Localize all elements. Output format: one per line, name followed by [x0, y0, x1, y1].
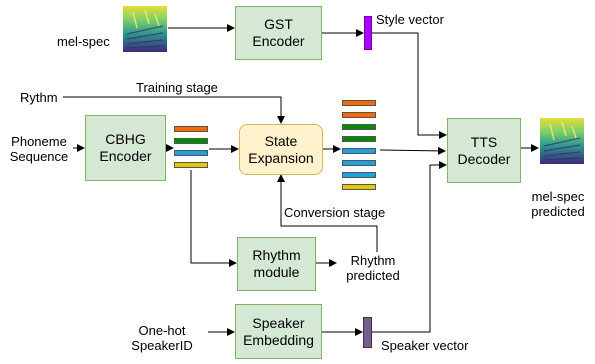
mel-spec-output-spectrogram [540, 118, 584, 164]
speaker-embedding-box: Speaker Embedding [235, 304, 322, 359]
encoder-feature-bar-yellow [174, 162, 208, 168]
expanded-bar-orange [342, 100, 376, 106]
encoder-feature-bar-orange [174, 126, 208, 132]
rhythm-module-line-1: Rhythm [252, 247, 301, 263]
rhythm-predicted-label: Rhythm predicted [337, 253, 409, 283]
encoder-feature-stack [174, 126, 210, 172]
expanded-bar-green [342, 124, 376, 130]
one-hot-speaker-line-2: SpeakerID [131, 338, 193, 353]
expanded-bar-blue [342, 148, 376, 154]
tts-decoder-line-1: TTS [470, 133, 498, 150]
gst-encoder-box: GST Encoder [235, 6, 322, 60]
gst-encoder-line-1: GST [264, 16, 293, 32]
speaker-embedding-line-1: Speaker [252, 314, 305, 331]
cbhg-encoder-line-2: Encoder [99, 148, 152, 164]
mel-spec-input-label: mel-spec [57, 34, 110, 49]
expanded-bar-blue [342, 160, 376, 166]
rhythm-module-box: Rhythm module [237, 237, 316, 291]
expanded-bar-blue [342, 172, 376, 178]
phoneme-sequence-line-1: Phoneme [11, 134, 67, 149]
training-stage-label: Training stage [136, 80, 218, 95]
gst-encoder-line-2: Encoder [252, 33, 305, 49]
speaker-embedding-line-2: Embedding [243, 331, 314, 348]
edge-speaker-vector-tts [372, 161, 447, 333]
phoneme-sequence-label: Phoneme Sequence [4, 134, 74, 164]
style-vector-label: Style vector [376, 12, 444, 27]
edge-rythm-state [63, 96, 285, 124]
mel-spec-predicted-line-2: predicted [531, 204, 585, 219]
cbhg-encoder-box: CBHG Encoder [85, 115, 166, 181]
spectrogram-icon [123, 6, 167, 52]
tts-decoder-line-2: Decoder [457, 150, 511, 167]
state-expansion-box: State Expansion [239, 124, 323, 175]
one-hot-speaker-label: One-hot SpeakerID [122, 323, 202, 353]
encoder-feature-bar-green [174, 138, 208, 144]
tts-decoder-box: TTS Decoder [447, 118, 521, 183]
expanded-bar-yellow [342, 184, 376, 190]
expanded-bar-orange [342, 112, 376, 118]
mel-spec-input-spectrogram [123, 6, 167, 52]
edge-style-vector-tts [372, 32, 447, 139]
edge-features-rhythm [190, 170, 237, 267]
cbhg-encoder-line-1: CBHG [105, 131, 146, 147]
spectrogram-icon [540, 118, 584, 164]
expanded-feature-stack [342, 100, 380, 200]
rythm-label: Rythm [20, 90, 58, 105]
conversion-stage-label: Conversion stage [284, 205, 386, 220]
expanded-bar-green [342, 136, 376, 142]
edge-conversion-state [277, 174, 378, 252]
mel-spec-predicted-line-1: mel-spec [531, 189, 585, 204]
state-expansion-line-2: Expansion [248, 149, 314, 166]
mel-spec-predicted-label: mel-spec predicted [523, 189, 593, 219]
encoder-feature-bar-blue [174, 150, 208, 156]
phoneme-sequence-line-2: Sequence [9, 149, 69, 164]
rhythm-predicted-line-2: predicted [346, 268, 400, 283]
style-vector-bar [364, 16, 372, 50]
rhythm-module-line-2: module [253, 264, 300, 280]
one-hot-speaker-line-1: One-hot [138, 323, 186, 338]
speaker-vector-bar [363, 317, 372, 348]
speaker-vector-label: Speaker vector [381, 338, 469, 353]
rhythm-predicted-line-1: Rhythm [350, 253, 396, 268]
state-expansion-line-1: State [264, 132, 298, 149]
edge-expanded-tts [379, 146, 446, 155]
